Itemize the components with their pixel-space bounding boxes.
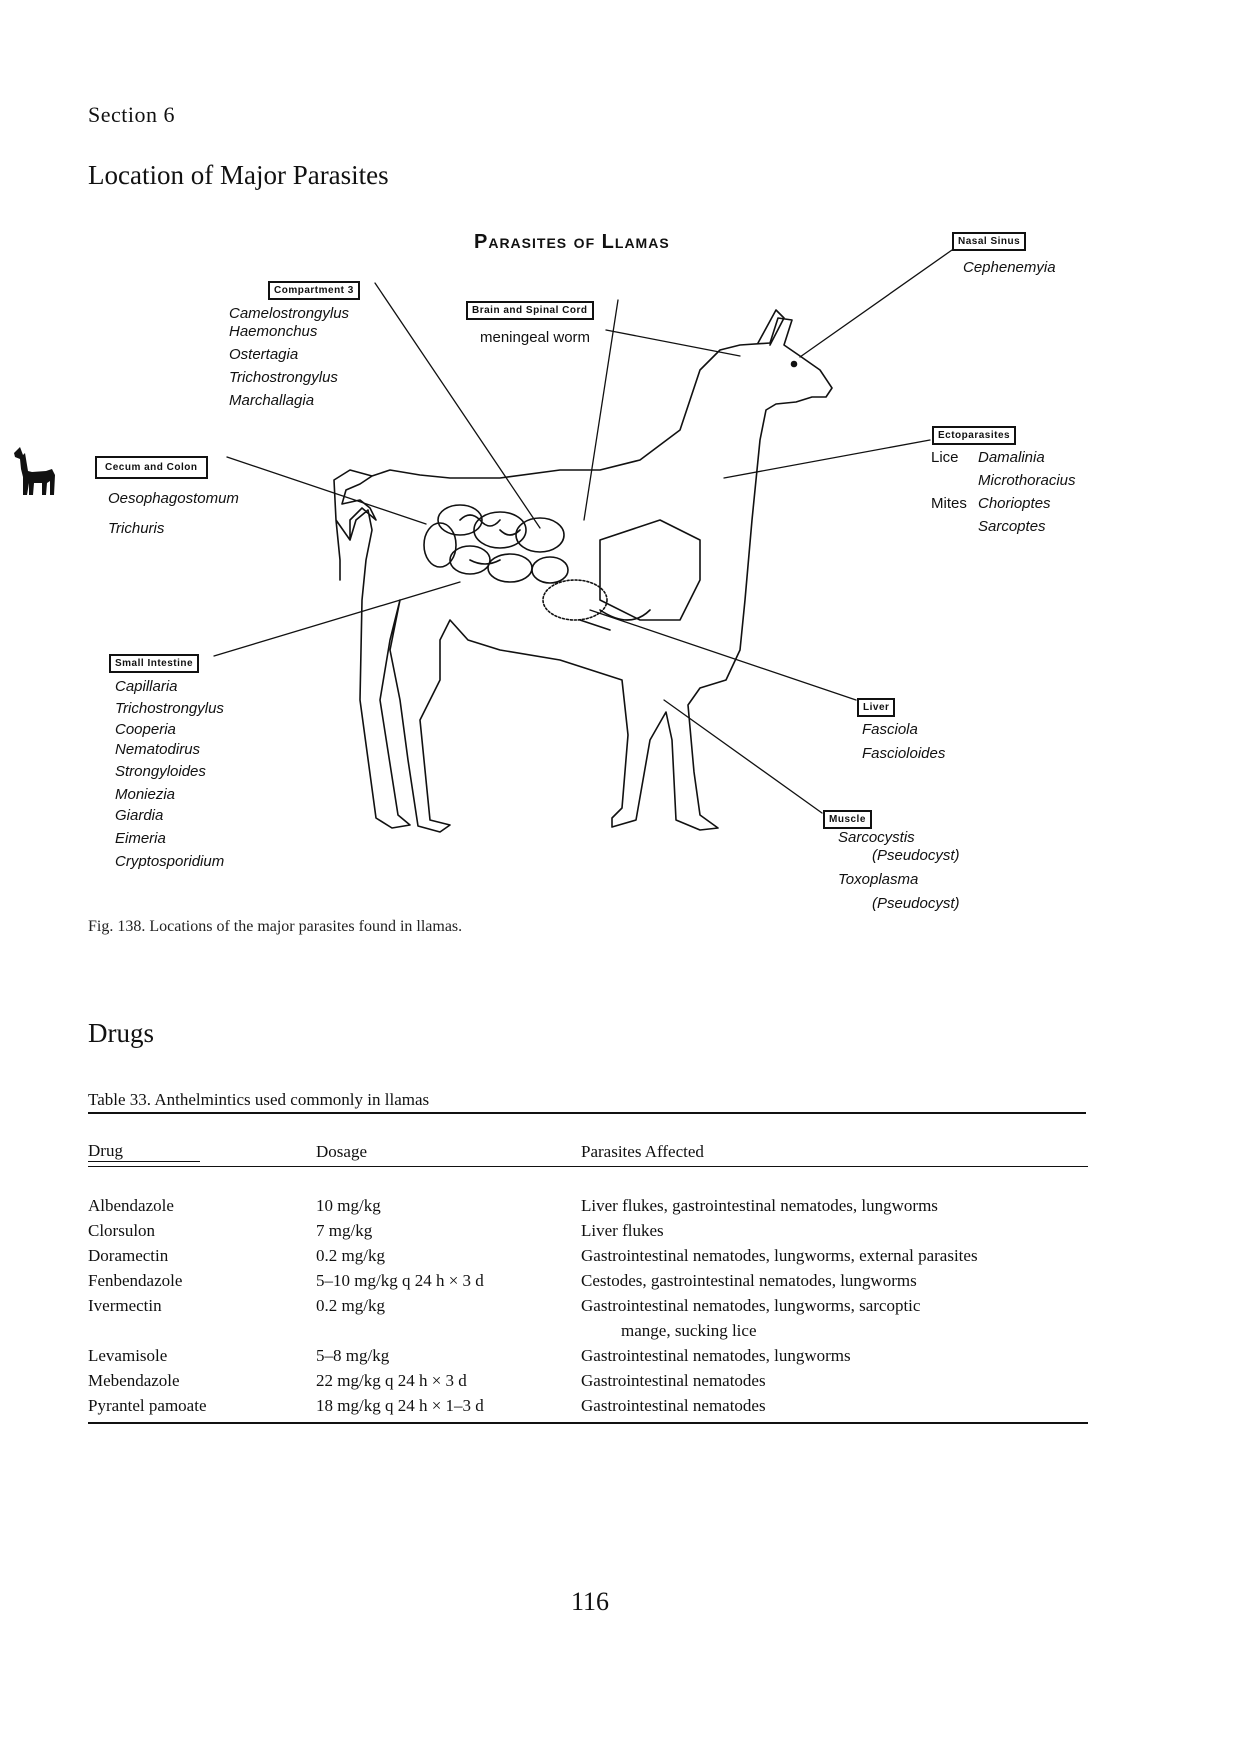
llama-ear bbox=[757, 309, 785, 346]
list-item: Capillaria bbox=[115, 678, 178, 695]
anthelmintics-table: Drug Dosage Parasites Affected Albendazo… bbox=[88, 1141, 1088, 1424]
list-item: (Pseudocyst) bbox=[872, 847, 960, 864]
liver-label: Liver bbox=[857, 698, 896, 717]
list-item: Sarcocystis bbox=[838, 829, 915, 846]
header-parasites: Parasites Affected bbox=[581, 1141, 704, 1161]
header-drug: Drug bbox=[88, 1141, 200, 1162]
list-item: Toxoplasma bbox=[838, 871, 919, 888]
nasal-label: Nasal Sinus bbox=[952, 232, 1027, 251]
list-item: Nematodirus bbox=[115, 741, 201, 758]
page-title: Location of Major Parasites bbox=[88, 160, 389, 190]
ecto-list: Damalinia Microthoracius Chorioptes Sarc… bbox=[978, 446, 1076, 538]
list-item: Camelostrongylus bbox=[229, 305, 350, 322]
muscle-label: Muscle bbox=[823, 810, 872, 829]
list-item: Cryptosporidium bbox=[115, 853, 225, 870]
header-dosage: Dosage bbox=[316, 1141, 367, 1161]
diagram-title: Parasites of Llamas bbox=[474, 231, 670, 253]
nasal-list: Cephenemyia bbox=[963, 256, 1056, 279]
list-item: (Pseudocyst) bbox=[872, 895, 960, 912]
ecto-types: Lice Mites bbox=[931, 446, 967, 515]
list-item: Ostertagia bbox=[229, 346, 299, 363]
list-item: Oesophagostomum bbox=[108, 490, 239, 507]
lice-label: Lice bbox=[931, 449, 959, 466]
list-item: Fasciola bbox=[862, 721, 918, 738]
list-item: Trichostrongylus bbox=[115, 700, 224, 717]
list-item: Cephenemyia bbox=[963, 259, 1056, 276]
ecto-label: Ectoparasites bbox=[932, 426, 1017, 445]
cecum-list: Oesophagostomum Trichuris bbox=[108, 484, 239, 544]
list-item: Marchallagia bbox=[229, 392, 315, 409]
list-item: Trichuris bbox=[108, 520, 165, 537]
leader-lines bbox=[213, 249, 953, 814]
list-item: Cooperia bbox=[115, 721, 176, 738]
liver-list: Fasciola Fascioloides bbox=[862, 718, 945, 766]
brain-list: meningeal worm bbox=[480, 326, 590, 349]
list-item: Moniezia bbox=[115, 786, 176, 803]
list-item: Chorioptes bbox=[978, 495, 1051, 512]
brain-label: Brain and Spinal Cord bbox=[466, 301, 594, 320]
muscle-list: Sarcocystis (Pseudocyst) Toxoplasma (Pse… bbox=[838, 828, 960, 918]
drugs-heading: Drugs bbox=[88, 1018, 154, 1048]
gut-loops bbox=[423, 504, 701, 631]
llama-diagram bbox=[213, 249, 953, 833]
table-top-rule bbox=[88, 1112, 1086, 1114]
list-item: Eimeria bbox=[115, 830, 166, 847]
list-item: Sarcoptes bbox=[978, 518, 1046, 535]
list-item: Haemonchus bbox=[229, 323, 318, 340]
list-item: Giardia bbox=[115, 807, 164, 824]
list-item: Fascioloides bbox=[862, 745, 946, 762]
section-label: Section 6 bbox=[88, 102, 175, 127]
table-caption: Table 33. Anthelmintics used commonly in… bbox=[88, 1090, 430, 1109]
list-item: meningeal worm bbox=[480, 329, 591, 346]
llama-body-outline bbox=[333, 317, 833, 833]
compartment3-list: Camelostrongylus Haemonchus Ostertagia T… bbox=[229, 302, 349, 412]
list-item: Trichostrongylus bbox=[229, 369, 338, 386]
llama-icon bbox=[14, 447, 55, 495]
page-number: 116 bbox=[570, 1587, 610, 1616]
table-header-row: Drug Dosage Parasites Affected bbox=[88, 1141, 1088, 1167]
list-item: Damalinia bbox=[978, 449, 1045, 466]
mites-label: Mites bbox=[931, 495, 967, 512]
compartment3-label: Compartment 3 bbox=[268, 281, 360, 300]
figure-caption: Fig. 138. Locations of the major parasit… bbox=[88, 918, 463, 935]
cecum-label: Cecum and Colon bbox=[95, 456, 208, 479]
small-intestine-label: Small Intestine bbox=[109, 654, 200, 673]
small-intestine-list: Capillaria Trichostrongylus Cooperia Nem… bbox=[115, 676, 224, 874]
list-item: Microthoracius bbox=[978, 472, 1076, 489]
list-item: Strongyloides bbox=[115, 763, 206, 780]
